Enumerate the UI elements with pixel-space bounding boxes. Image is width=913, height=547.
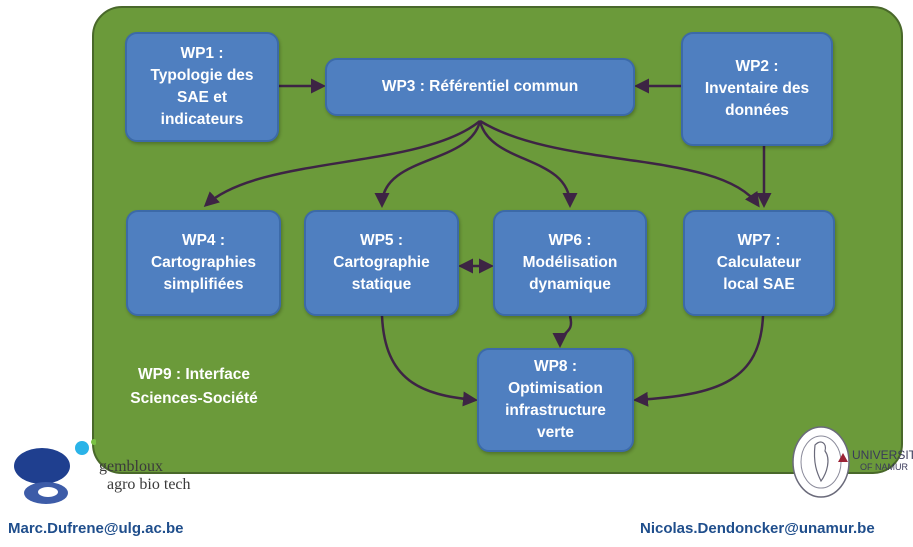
wp3-box: WP3 : Référentiel commun [325,58,635,116]
arrow-wp7-wp8 [633,315,765,407]
unamur-seal [792,426,850,498]
left-email[interactable]: Marc.Dufrene@ulg.ac.be [8,520,184,537]
arrow-wp3-wp7 [479,119,760,208]
arrow-wp3-wp4 [203,120,481,208]
unamur-mark-icon [838,453,848,462]
unamur-wordmark: UNIVERSITY OF NAMUR [852,449,913,473]
gembloux-line1: gembloux [99,458,163,475]
wp5-box: WP5 : Cartographie statique [304,210,459,316]
wp1-box: WP1 : Typologie des SAE et indicateurs [125,32,279,142]
wp7-box: WP7 : Calculateur local SAE [683,210,835,316]
gembloux-line2: agro bio tech [107,476,191,493]
unamur-line2: OF NAMUR [860,462,908,472]
gembloux-wordmark: gembloux agro bio tech [93,458,223,494]
arrow-wp5-wp8 [380,315,478,407]
arrow-wp6-wp8 [552,315,573,348]
unamur-line1: UNIVERSITY [852,448,913,462]
arrow-wp3-wp5 [374,120,482,208]
wp2-box: WP2 : Inventaire des données [681,32,833,146]
wp4-box: WP4 : Cartographies simplifiées [126,210,281,316]
gembloux-logo [14,439,96,504]
wp6-box: WP6 : Modélisation dynamique [493,210,647,316]
arrow-wp3-wp6 [478,120,578,208]
wp9-label: WP9 : Interface Sciences-Société [130,366,258,407]
wp8-box: WP8 : Optimisation infrastructure verte [477,348,634,452]
right-email[interactable]: Nicolas.Dendoncker@unamur.be [640,520,875,537]
